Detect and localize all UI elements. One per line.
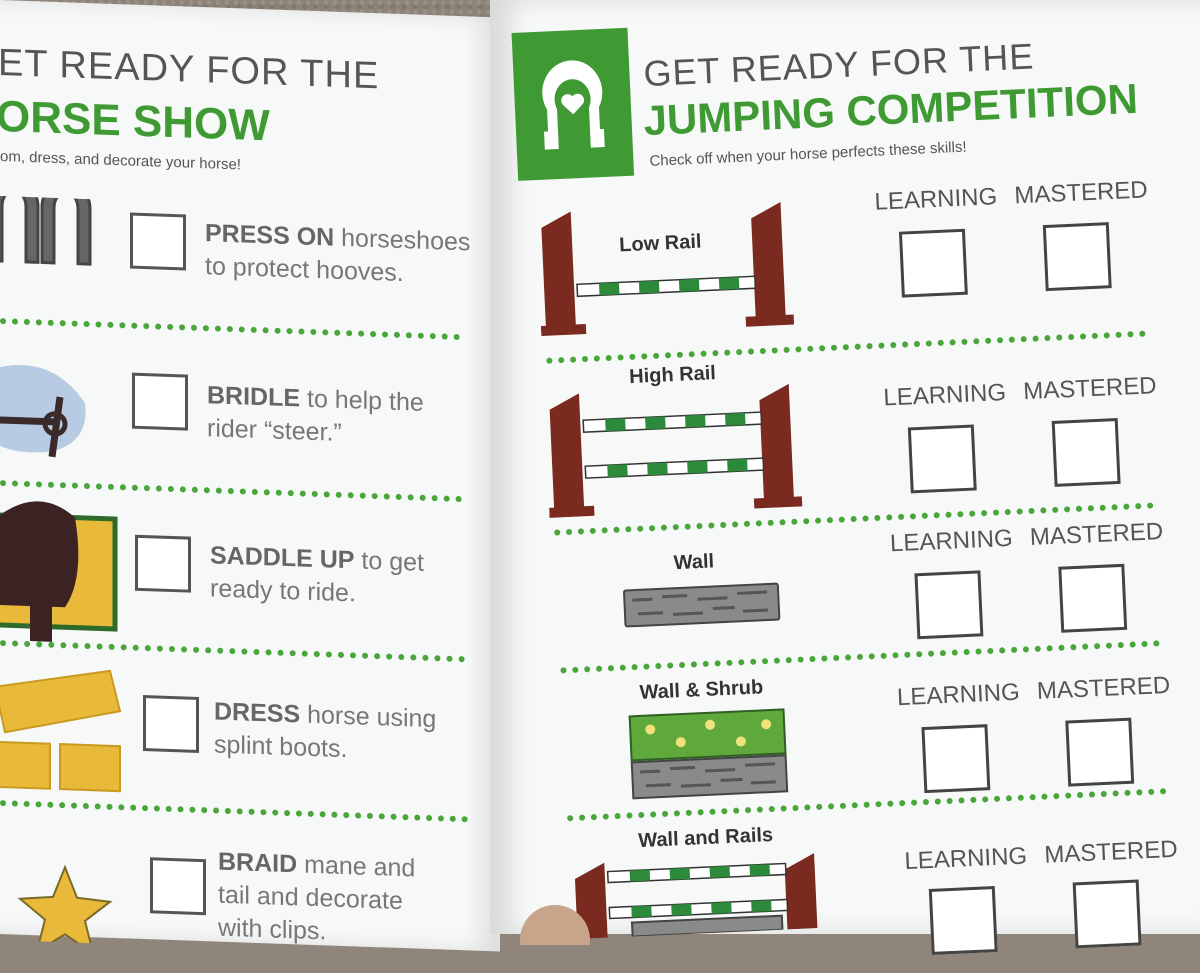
checkbox-wall-shrub-mastered[interactable] [1065, 717, 1135, 787]
jump-label-wall-shrub: Wall & Shrub [639, 676, 764, 704]
right-subtitle: Check off when your horse perfects these… [649, 138, 967, 170]
col-mastered-4: MASTERED [1036, 671, 1171, 705]
col-mastered-3: MASTERED [1029, 518, 1164, 552]
left-title-line1: ET READY FOR THE [0, 41, 380, 98]
checkbox-wall-shrub-learning[interactable] [921, 724, 991, 794]
checkbox-high-rail-mastered[interactable] [1051, 417, 1121, 487]
divider [0, 800, 468, 823]
horseshoe-icon [0, 196, 92, 266]
col-learning-3: LEARNING [889, 524, 1014, 558]
wall-and-shrub-icon [628, 708, 789, 800]
horseshoe-logo [511, 27, 635, 181]
star-clip-icon [17, 864, 113, 945]
jump-label-wall: Wall [673, 550, 715, 575]
col-learning-1: LEARNING [873, 183, 998, 216]
checkbox-wall-and-rails-mastered[interactable] [1072, 879, 1142, 949]
high-rail-jump-icon [549, 383, 803, 518]
divider [560, 640, 1161, 674]
right-page: GET READY FOR THE JUMPING COMPETITION Ch… [490, 0, 1200, 955]
checkbox-wall-learning[interactable] [914, 570, 984, 640]
left-subtitle: om, dress, and decorate your horse! [0, 148, 241, 174]
jump-label-wall-and-rails: Wall and Rails [637, 824, 774, 853]
wall-and-rails-jump-icon [574, 853, 818, 939]
bridle-icon [0, 365, 86, 458]
checkbox-low-rail-learning[interactable] [898, 228, 968, 298]
checkbox-saddle-up[interactable] [135, 534, 191, 593]
saddle-icon [0, 501, 118, 642]
left-title-line2: ORSE SHOW [0, 91, 270, 151]
checkbox-wall-and-rails-learning[interactable] [928, 886, 998, 955]
stone-wall-icon [623, 582, 781, 628]
col-mastered-1: MASTERED [1013, 176, 1149, 210]
checkbox-dress[interactable] [143, 694, 199, 753]
splint-boots-icon [0, 669, 122, 793]
left-page: ET READY FOR THE ORSE SHOW om, dress, an… [0, 0, 500, 952]
checkbox-wall-mastered[interactable] [1058, 563, 1128, 633]
low-rail-jump-icon [540, 202, 795, 337]
checkbox-low-rail-mastered[interactable] [1042, 222, 1112, 292]
divider [0, 318, 460, 341]
col-learning-5: LEARNING [903, 842, 1028, 876]
checkbox-press-on[interactable] [130, 212, 186, 271]
checkbox-high-rail-learning[interactable] [907, 424, 977, 494]
col-learning-4: LEARNING [896, 678, 1021, 712]
col-mastered-2: MASTERED [1022, 372, 1158, 406]
divider [0, 640, 465, 663]
checkbox-bridle[interactable] [132, 372, 188, 431]
jump-label-low-rail: Low Rail [618, 230, 702, 257]
heart-horseshoe-icon [542, 60, 605, 150]
col-learning-2: LEARNING [882, 379, 1007, 412]
jump-label-high-rail: High Rail [628, 362, 717, 389]
checkbox-braid[interactable] [150, 857, 206, 916]
col-mastered-5: MASTERED [1043, 835, 1179, 869]
